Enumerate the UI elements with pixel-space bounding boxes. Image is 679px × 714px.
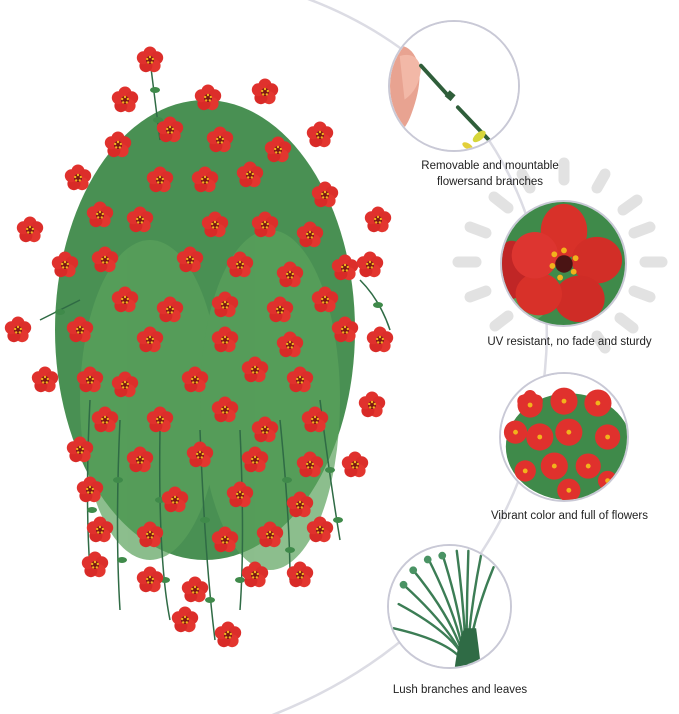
red-flower-closeup-icon	[502, 202, 625, 325]
caption-line-1: UV resistant, no fade and sturdy	[487, 336, 652, 348]
hand-holding-stem-icon	[390, 22, 518, 150]
feature-lush-caption: Lush branches and leaves	[370, 682, 550, 698]
caption-line-1: Lush branches and leaves	[392, 684, 528, 696]
feature-uv-image	[500, 200, 627, 327]
flower-cluster-icon	[501, 374, 627, 500]
feature-vibrant-image	[499, 372, 629, 502]
caption-line-2: flowersand branches	[436, 176, 544, 188]
feature-vibrant-caption: Vibrant color and full of flowers	[460, 508, 679, 524]
caption-line-1: Vibrant color and full of flowers	[490, 510, 649, 522]
feature-lush-image	[387, 544, 512, 669]
feature-removable-image	[388, 20, 520, 152]
feature-removable-caption: Removable and mountable flowersand branc…	[390, 158, 590, 190]
feature-uv-caption: UV resistant, no fade and sturdy	[460, 334, 679, 350]
branch-stems-icon	[389, 546, 510, 667]
caption-line-1: Removable and mountable	[421, 160, 559, 172]
